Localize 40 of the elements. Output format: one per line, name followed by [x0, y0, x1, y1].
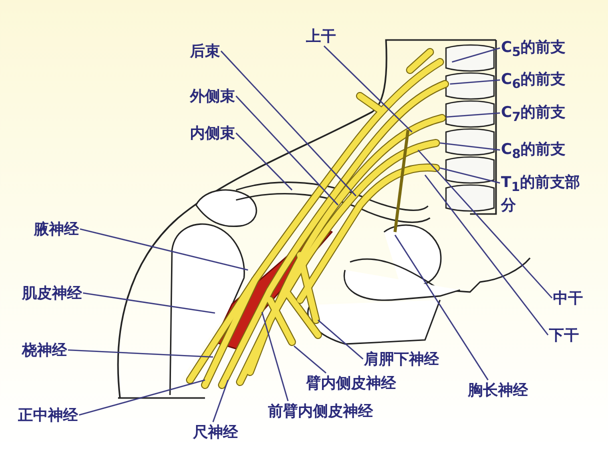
nerve-label: 尺神经 — [193, 423, 238, 441]
leader-line — [220, 50, 356, 196]
leader-line — [261, 312, 289, 402]
nerve-label: 肌皮神经 — [22, 284, 82, 302]
leader-line — [452, 47, 500, 63]
leader-line — [446, 112, 500, 118]
leader-line — [294, 346, 326, 374]
nerve-label: 正中神经 — [18, 406, 78, 424]
leader-line — [80, 228, 248, 271]
leader-line — [68, 349, 214, 358]
leader-line — [236, 96, 338, 206]
nerve-label: 肩胛下神经 — [364, 350, 439, 368]
nerve-label: 臂内侧皮神经 — [306, 374, 396, 392]
nerve-label: 前臂内侧皮神经 — [268, 402, 373, 420]
nerve-label: 中干 — [553, 289, 583, 307]
leader-line — [318, 320, 364, 360]
nerve-label: 腋神经 — [34, 220, 79, 238]
leader-line — [212, 380, 229, 422]
leader-line — [78, 379, 206, 416]
nerve-label: C$_{6}$的前支 — [501, 70, 566, 93]
nerve-label: C$_{7}$的前支 — [501, 103, 566, 126]
leader-line — [440, 167, 500, 184]
leader-line — [82, 292, 216, 314]
leader-line — [450, 79, 500, 85]
nerve-label: T$_{1}$的前支部分 — [501, 173, 593, 214]
nerve-label: 下干 — [549, 326, 579, 344]
leader-line — [324, 46, 412, 132]
nerve-label: C$_{5}$的前支 — [501, 38, 566, 61]
leader-line — [424, 174, 549, 336]
leader-line — [236, 132, 292, 190]
leader-line — [440, 142, 500, 151]
nerve-label: C$_{8}$的前支 — [501, 140, 566, 163]
nerve-label: 内侧束 — [190, 124, 235, 142]
nerve-label: 外侧束 — [190, 87, 235, 105]
leader-line — [418, 150, 552, 298]
nerve-label: 上干 — [306, 27, 336, 45]
leader-line — [394, 234, 489, 380]
nerve-label: 后束 — [190, 42, 220, 60]
nerve-label: 胸长神经 — [468, 381, 528, 399]
nerve-label: 桡神经 — [22, 341, 67, 359]
